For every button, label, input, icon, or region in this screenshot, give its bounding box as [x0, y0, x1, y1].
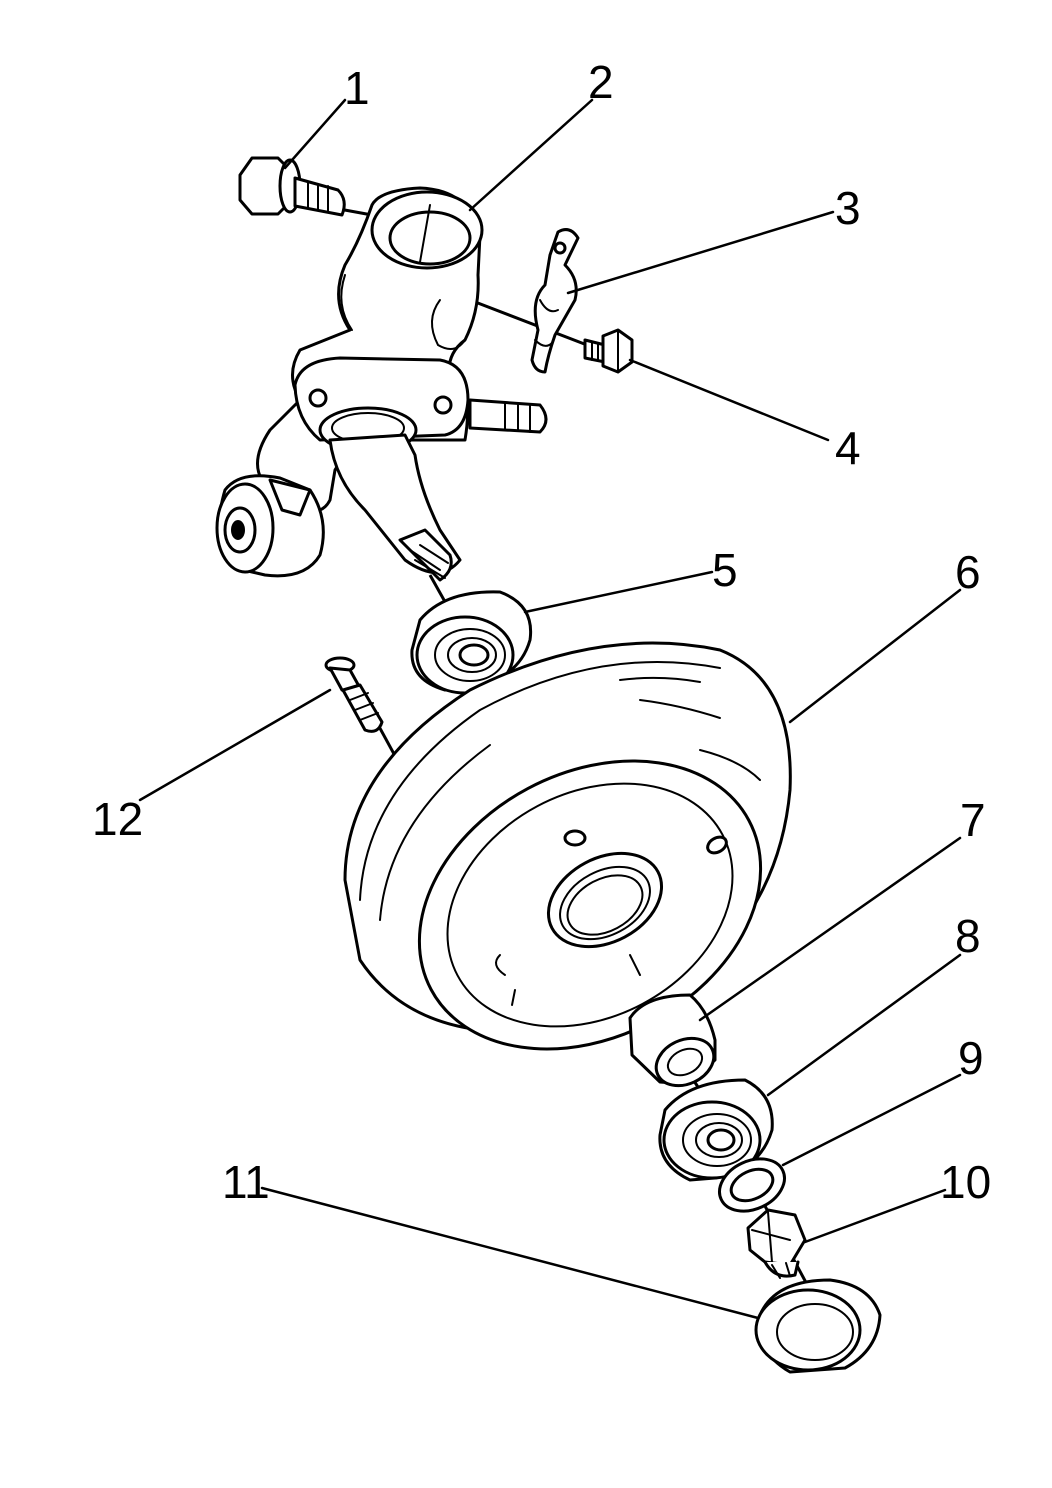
callout-7: 7 — [960, 794, 986, 846]
callout-11: 11 — [222, 1156, 270, 1208]
callout-4: 4 — [835, 422, 861, 474]
washer — [718, 1157, 786, 1213]
callout-3: 3 — [835, 182, 861, 234]
leader-lines — [138, 98, 962, 1320]
bracket — [530, 228, 580, 374]
spindle-nut — [746, 1208, 807, 1279]
callout-9: 9 — [958, 1032, 984, 1084]
spacer-sleeve — [628, 993, 717, 1088]
wheel-stud — [324, 656, 384, 733]
callout-8: 8 — [955, 910, 981, 962]
callout-numbers: 1 2 3 4 5 6 7 8 9 10 11 12 — [92, 56, 991, 1208]
outer-bearing — [410, 590, 533, 695]
callout-1: 1 — [344, 62, 370, 114]
callout-2: 2 — [588, 56, 614, 108]
small-bolt — [583, 328, 634, 374]
bolt — [238, 156, 346, 217]
dust-cap — [754, 1278, 882, 1374]
inner-bearing — [658, 1078, 774, 1182]
brake-drum — [343, 641, 792, 1051]
steering-knuckle — [215, 186, 548, 582]
callout-5: 5 — [712, 544, 738, 596]
callout-10: 10 — [940, 1156, 991, 1208]
callout-6: 6 — [955, 546, 981, 598]
callout-12: 12 — [92, 793, 143, 845]
